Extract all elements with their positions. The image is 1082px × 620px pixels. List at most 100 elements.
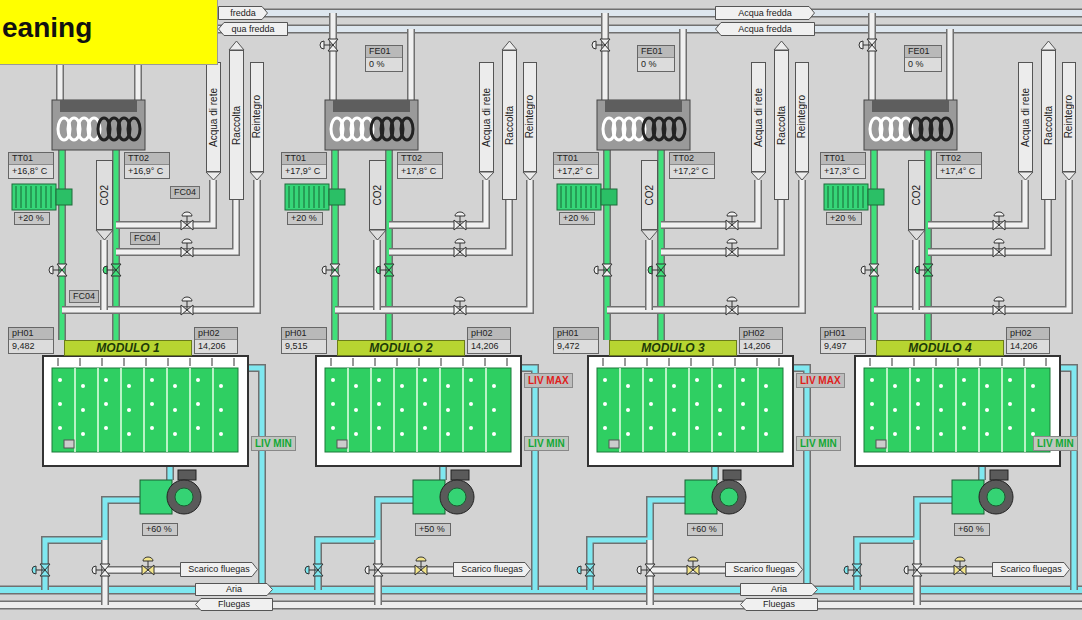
value-text: Acqua fredda	[738, 8, 792, 19]
valve-symbol	[100, 570, 110, 576]
value-text: Acqua di rete	[753, 88, 765, 147]
tank-nozzle	[375, 358, 376, 366]
pipe-outline	[329, 13, 337, 100]
valve-stem	[380, 270, 389, 271]
pipe-column: Raccolta	[774, 50, 789, 200]
valve-stem	[732, 301, 733, 310]
tank-plate	[120, 368, 122, 452]
tank-nozzle	[1046, 358, 1047, 366]
bubble	[354, 432, 358, 436]
tank-nozzle	[757, 358, 758, 366]
tank-plate	[711, 368, 713, 452]
tank-nozzle	[212, 358, 213, 366]
tank-nozzle	[353, 358, 354, 366]
valve-symbol	[656, 270, 666, 276]
bubble	[1008, 402, 1012, 406]
module-label: MODULO 4	[876, 340, 1004, 356]
pump-head	[601, 189, 617, 205]
tank-nozzle	[80, 358, 81, 366]
pipe-column: Acqua di rete	[751, 62, 766, 172]
valve-actuator	[49, 266, 53, 274]
tank-nozzle	[958, 358, 959, 366]
pipe-outline	[116, 180, 213, 225]
valve-actuator	[182, 297, 192, 301]
instrument-tag: FE010 %	[365, 45, 403, 72]
bubble	[985, 432, 989, 436]
value-text: +17,2° C	[670, 165, 714, 178]
instrument-tag: pH0214,206	[194, 327, 238, 354]
valve-stem	[598, 270, 607, 271]
valve-symbol	[454, 247, 460, 257]
valve-symbol	[999, 247, 1005, 257]
value-text: +16,8° C	[9, 165, 53, 178]
valve-stem	[652, 270, 661, 271]
pipe	[870, 13, 875, 100]
bubble	[81, 384, 85, 388]
heat-exchanger-cap	[60, 100, 137, 112]
bubble	[962, 378, 966, 382]
column-tip	[908, 230, 925, 240]
valve-stem	[326, 270, 335, 271]
module-label: MODULO 2	[337, 340, 465, 356]
pipe	[521, 368, 535, 590]
tank-plate	[642, 368, 644, 452]
motor-fin	[827, 186, 828, 208]
bubble	[127, 384, 131, 388]
heat-exchanger-cap	[333, 100, 410, 112]
bubble	[626, 432, 630, 436]
valve-actuator	[994, 212, 1004, 216]
pipe-outline	[166, 466, 174, 480]
pipe-label: Scarico fluegas	[992, 562, 1070, 577]
bubble	[492, 432, 496, 436]
value-text: Scarico fluegas	[461, 564, 523, 575]
value-text: Reintegro	[796, 95, 808, 138]
tank-plate	[74, 368, 76, 452]
tag-name: pH01	[282, 328, 326, 340]
value-text: MODULO 4	[908, 341, 971, 355]
bubble	[446, 432, 450, 436]
value-text: Raccolta	[776, 106, 788, 145]
pipe	[607, 180, 802, 310]
speed-readout: +50 %	[415, 523, 451, 536]
pipe-outline	[928, 180, 1025, 225]
pipe-column: Reintegro	[795, 62, 809, 172]
bubble	[492, 384, 496, 388]
tank-fitting	[876, 440, 886, 448]
bubble	[893, 384, 897, 388]
bubble	[127, 408, 131, 412]
valve-symbol	[954, 565, 960, 575]
tank-nozzle	[1024, 358, 1025, 366]
pipe-outline	[857, 500, 952, 590]
pipe	[713, 466, 718, 480]
bubble	[1008, 426, 1012, 430]
arrow-outline	[219, 7, 268, 20]
tank-nozzle	[234, 358, 235, 366]
bubble	[173, 408, 177, 412]
column-tip	[96, 230, 113, 240]
valve-actuator	[305, 566, 309, 574]
valve-symbol	[454, 305, 460, 315]
value-text: +60 %	[146, 524, 174, 535]
bubble	[446, 408, 450, 412]
valve-symbol	[181, 305, 187, 315]
valve-stem	[148, 561, 149, 570]
pipe-outline	[946, 29, 954, 100]
valve-symbol	[415, 565, 421, 575]
valve-symbol	[602, 264, 612, 270]
tank-nozzle	[669, 358, 670, 366]
pipe-outline	[407, 29, 415, 100]
arrow-outline	[741, 584, 818, 596]
valve-stem	[324, 45, 333, 46]
tank-nozzle	[936, 358, 937, 366]
level-indicator: LIV MIN	[796, 436, 841, 451]
bubble	[649, 402, 653, 406]
tag-name: FE01	[366, 46, 402, 58]
pipe	[375, 240, 380, 310]
motor-fin	[45, 186, 46, 208]
value-text: Raccolta	[231, 106, 243, 145]
bubble	[649, 378, 653, 382]
valve-actuator	[844, 566, 848, 574]
pipe-column: Raccolta	[229, 50, 244, 200]
valve-actuator	[416, 557, 426, 561]
tank-nozzle	[603, 358, 604, 366]
